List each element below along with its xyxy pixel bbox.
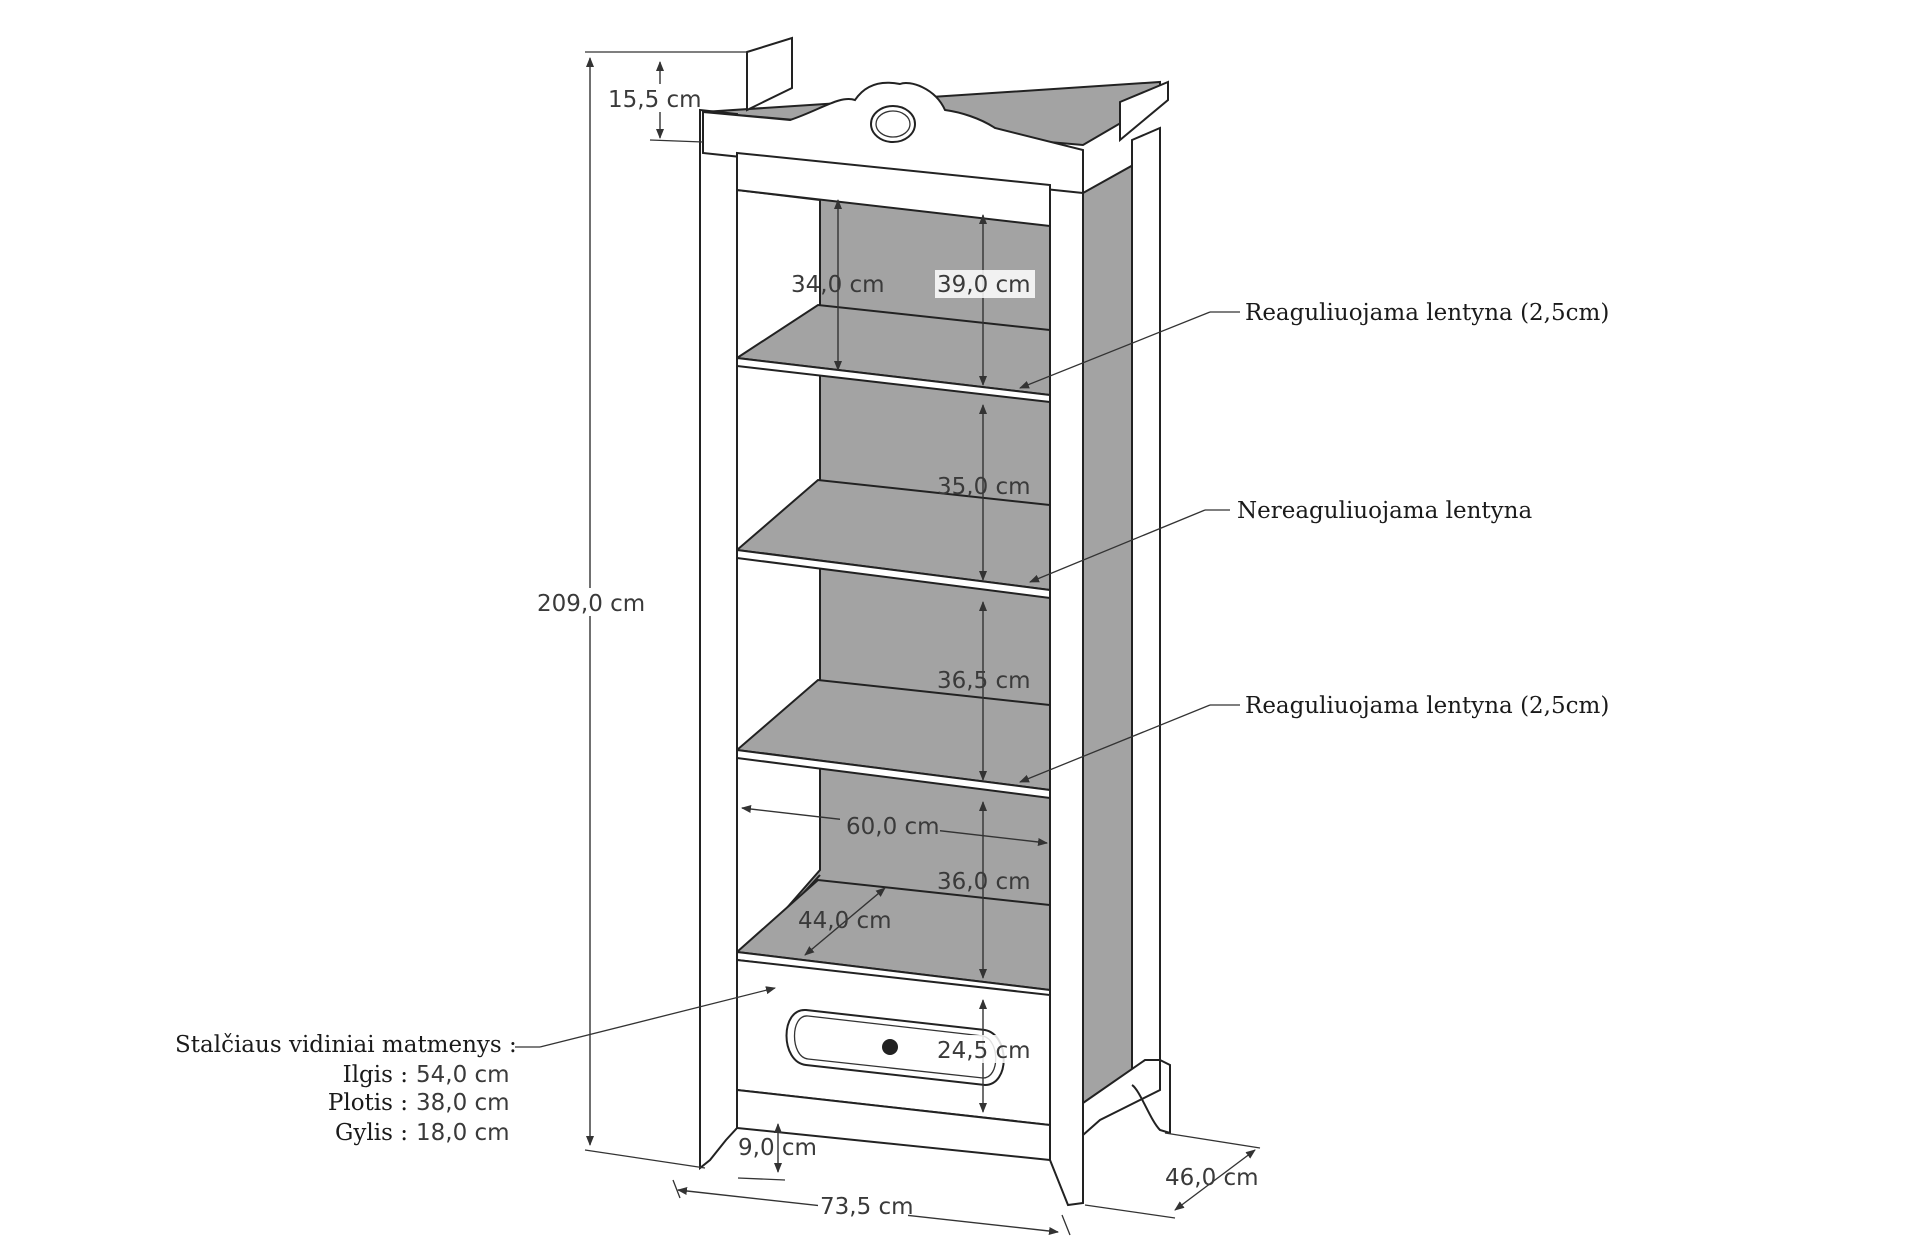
drawer-width-label: Plotis : bbox=[328, 1090, 408, 1116]
label-adjustable-shelf-bottom: Reaguliuojama lentyna (2,5cm) bbox=[1245, 693, 1609, 719]
shelf-type-labels: Reaguliuojama lentyna (2,5cm) Nereaguliu… bbox=[1237, 300, 1609, 719]
label-shelf1-front: 34,0 cm bbox=[791, 272, 885, 298]
right-back-strip bbox=[1131, 126, 1161, 1087]
inner-left-strip bbox=[736, 188, 821, 968]
label-total-height: 209,0 cm bbox=[537, 591, 645, 617]
label-inner-depth: 44,0 cm bbox=[798, 908, 892, 934]
drawer-length-value: 54,0 cm bbox=[416, 1062, 510, 1088]
label-shelf1-side: 39,0 cm bbox=[937, 272, 1031, 298]
top-rail bbox=[736, 151, 1051, 228]
left-riser bbox=[746, 36, 793, 112]
drawer-depth-value: 18,0 cm bbox=[416, 1120, 510, 1146]
label-top-height: 15,5 cm bbox=[608, 87, 702, 113]
drawer-knob-icon bbox=[882, 1039, 898, 1055]
drawer-width-value: 38,0 cm bbox=[416, 1090, 510, 1116]
bookcase-drawing bbox=[699, 36, 1171, 1207]
crown-ornament bbox=[870, 105, 916, 143]
right-base bbox=[1082, 1059, 1161, 1138]
drawer-dimensions-title: Stalčiaus vidiniai matmenys : bbox=[175, 1032, 517, 1058]
right-riser bbox=[1119, 80, 1169, 143]
base-rail bbox=[736, 1088, 1051, 1162]
label-total-width: 73,5 cm bbox=[820, 1194, 914, 1220]
drawer-inner-dimensions: Stalčiaus vidiniai matmenys : Ilgis : 54… bbox=[175, 1032, 517, 1146]
label-inner-width: 60,0 cm bbox=[846, 814, 940, 840]
drawer-depth-label: Gylis : bbox=[335, 1120, 408, 1146]
label-shelf2: 35,0 cm bbox=[937, 474, 1031, 500]
label-total-depth: 46,0 cm bbox=[1165, 1165, 1259, 1191]
left-front-post bbox=[699, 108, 738, 1171]
drawer-length-label: Ilgis : bbox=[343, 1062, 408, 1088]
label-shelf3: 36,5 cm bbox=[937, 668, 1031, 694]
leader-lines bbox=[515, 311, 1240, 1048]
label-adjustable-shelf-top: Reaguliuojama lentyna (2,5cm) bbox=[1245, 300, 1609, 326]
label-drawer-height: 24,5 cm bbox=[937, 1038, 1031, 1064]
label-shelf4: 36,0 cm bbox=[937, 869, 1031, 895]
right-front-post bbox=[1049, 148, 1084, 1207]
dimension-labels: 15,5 cm 209,0 cm 34,0 cm 39,0 cm 35,0 cm… bbox=[535, 84, 1259, 1220]
label-fixed-shelf: Nereaguliuojama lentyna bbox=[1237, 498, 1532, 524]
label-leg-height: 9,0 cm bbox=[738, 1135, 817, 1161]
